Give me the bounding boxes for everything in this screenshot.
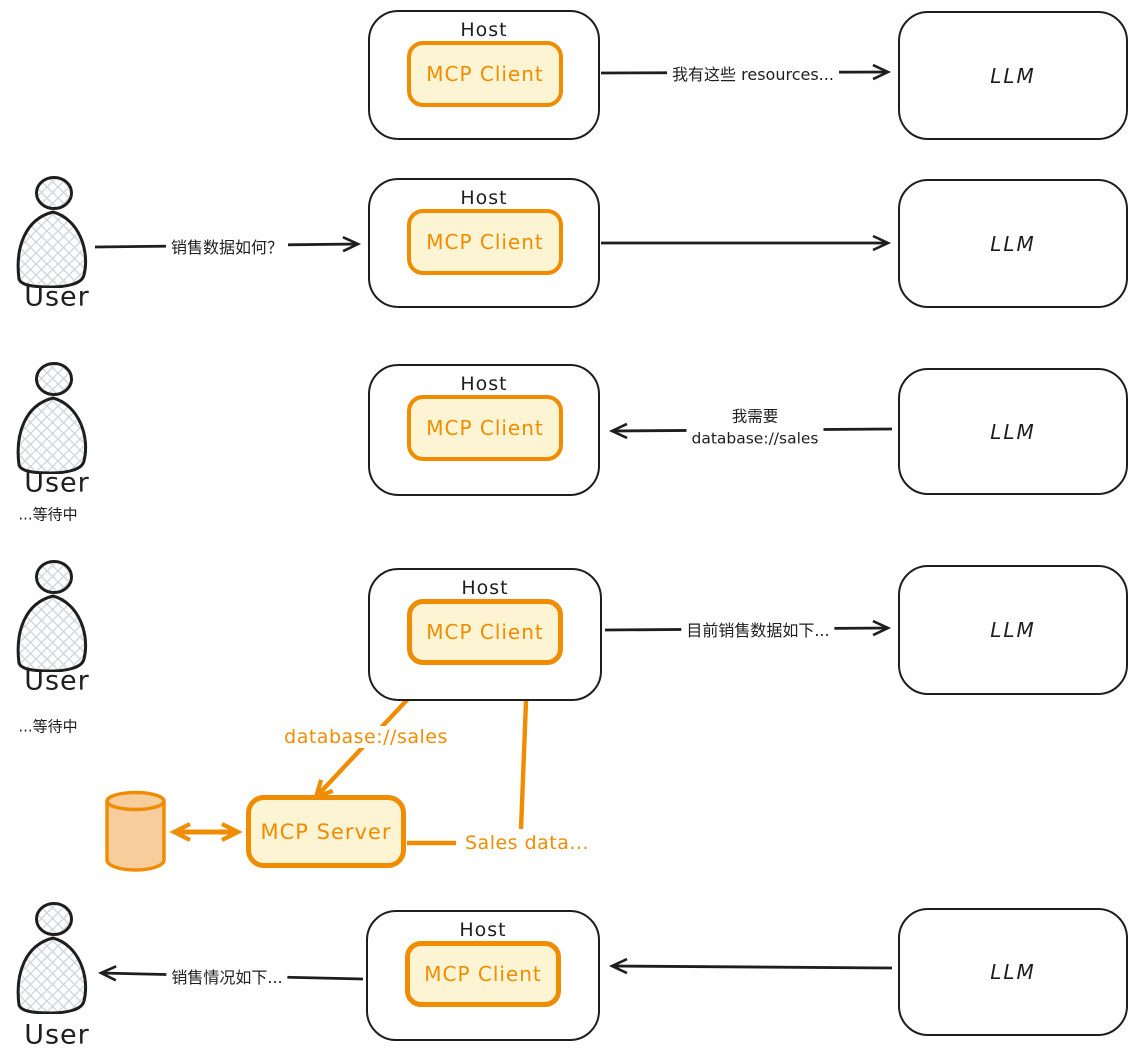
message-resource-uri: database://sales bbox=[279, 726, 453, 748]
message-answer-to-user: 销售情况如下... bbox=[166, 964, 288, 988]
waiting-label: ...等待中 bbox=[18, 717, 78, 736]
llm-box: LLM bbox=[898, 368, 1128, 495]
llm-box: LLM bbox=[898, 908, 1128, 1036]
host-label: Host bbox=[459, 919, 507, 941]
arrow-server-to-client bbox=[516, 671, 537, 830]
host-box: Host MCP Client bbox=[368, 178, 600, 308]
database-icon bbox=[105, 790, 166, 872]
mcp-client-box: MCP Client bbox=[407, 41, 563, 107]
message-llm-request-line2: database://sales bbox=[691, 430, 819, 448]
waiting-label: ...等待中 bbox=[18, 505, 78, 524]
llm-box: LLM bbox=[898, 11, 1128, 140]
host-label: Host bbox=[460, 19, 508, 41]
host-box: Host MCP Client bbox=[368, 10, 600, 140]
user-icon bbox=[16, 362, 88, 474]
user-label: User bbox=[24, 665, 90, 697]
arrow-llm-to-client-row5 bbox=[608, 957, 893, 975]
host-label: Host bbox=[460, 373, 508, 395]
message-llm-request: 我需要 database://sales bbox=[686, 405, 824, 451]
llm-box: LLM bbox=[898, 565, 1128, 695]
message-llm-request-line1: 我需要 bbox=[731, 407, 779, 426]
message-resources-to-llm: 我有这些 resources... bbox=[667, 61, 839, 85]
mcp-client-box: MCP Client bbox=[407, 599, 563, 665]
mcp-client-box: MCP Client bbox=[407, 395, 563, 461]
user-label: User bbox=[24, 281, 90, 313]
message-sales-data: Sales data... bbox=[459, 832, 595, 854]
host-box: Host MCP Client bbox=[366, 910, 600, 1041]
user-icon bbox=[16, 560, 88, 672]
user-icon bbox=[16, 902, 88, 1014]
llm-box: LLM bbox=[898, 179, 1128, 308]
user-label: User bbox=[24, 467, 90, 499]
user-label: User bbox=[24, 1019, 90, 1051]
mcp-client-box: MCP Client bbox=[405, 941, 561, 1007]
host-label: Host bbox=[460, 187, 508, 209]
message-client-report: 目前销售数据如下... bbox=[681, 617, 835, 641]
host-box: Host MCP Client bbox=[368, 568, 602, 701]
user-icon bbox=[16, 176, 88, 288]
message-user-question: 销售数据如何？ bbox=[165, 234, 289, 258]
mcp-server-box: MCP Server bbox=[246, 795, 406, 868]
host-box: Host MCP Client bbox=[368, 364, 600, 496]
mcp-client-box: MCP Client bbox=[407, 209, 563, 275]
host-label: Host bbox=[461, 577, 509, 599]
